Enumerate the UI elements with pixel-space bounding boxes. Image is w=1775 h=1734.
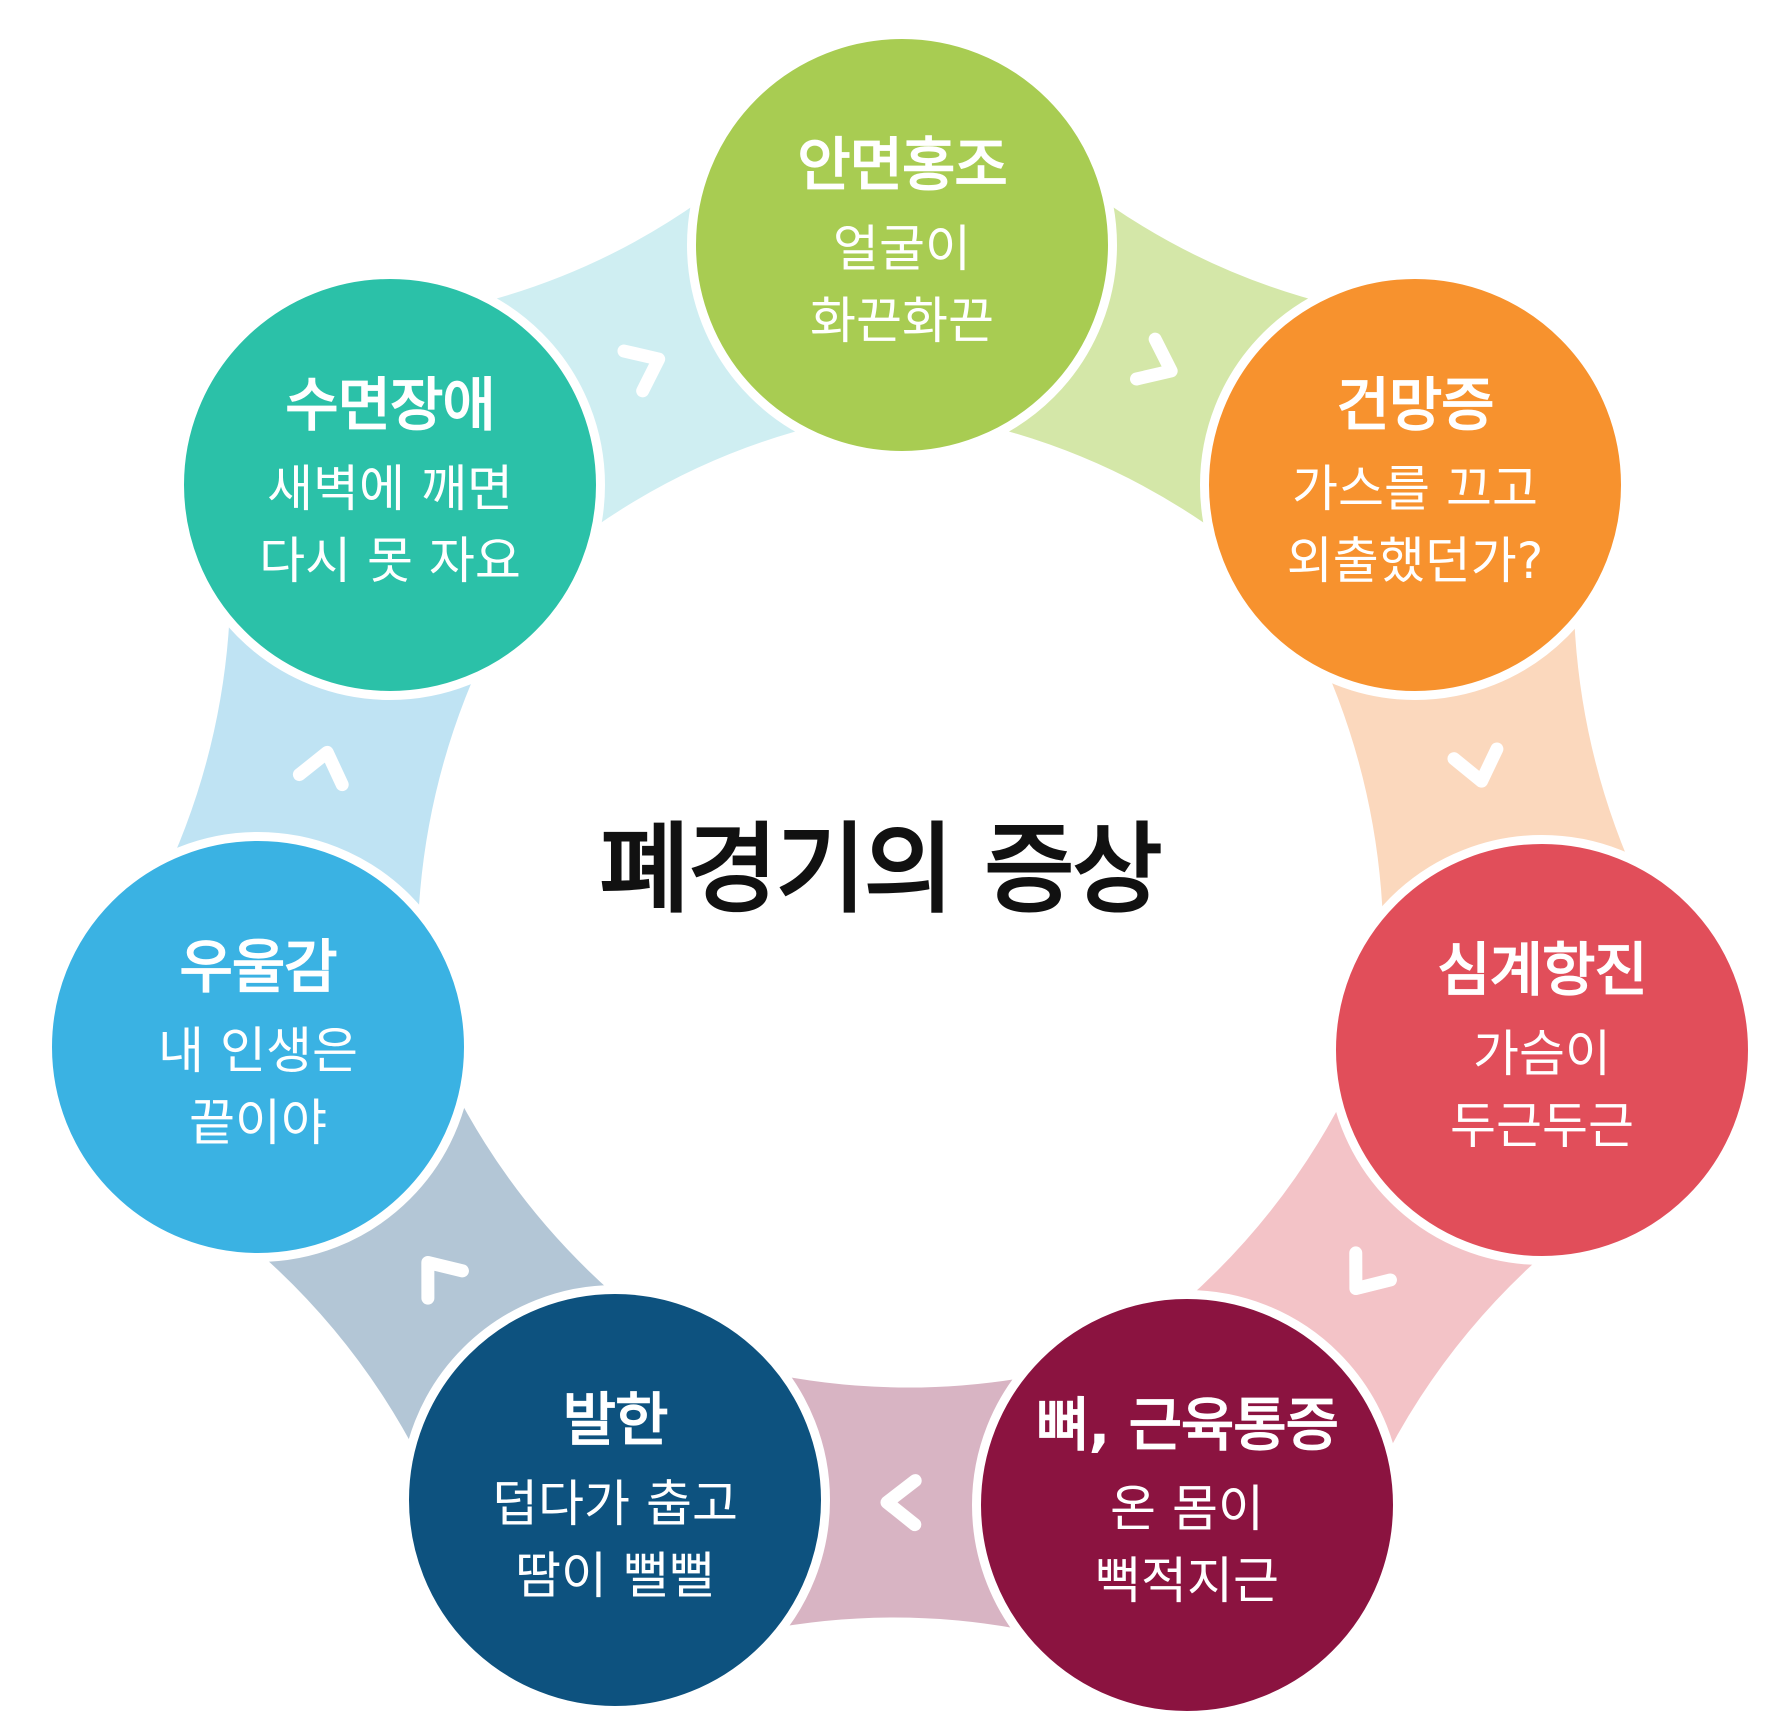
symptom-title: 발한 xyxy=(562,1386,669,1455)
symptom-desc-line-1: 온 몸이 xyxy=(1110,1479,1264,1538)
chevron-icon xyxy=(617,344,666,398)
symptom-desc-line-2: 두근두근 xyxy=(1450,1097,1634,1156)
symptom-desc-line-2: 다시 못 자요 xyxy=(259,532,521,591)
symptom-desc-line-1: 새벽에 깨면 xyxy=(267,459,513,518)
symptom-title: 수면장애 xyxy=(285,371,495,440)
symptom-circle-forgetfulness: 건망증 가스를 끄고 외출했던가? xyxy=(1200,270,1630,700)
symptom-circle-flushing: 안면홍조 얼굴이 화끈화끈 xyxy=(687,30,1117,460)
diagram-title: 폐경기의 증상 xyxy=(599,813,1162,927)
symptom-desc-line-2: 외출했던가? xyxy=(1286,532,1544,591)
chevron-icon xyxy=(1129,332,1178,386)
symptom-circle-sweating: 발한 덥다가 춥고 땀이 뻘뻘 xyxy=(400,1285,830,1715)
symptom-title: 안면홍조 xyxy=(797,131,1007,200)
symptom-desc-line-1: 내 인생은 xyxy=(158,1021,358,1080)
symptom-desc-line-1: 얼굴이 xyxy=(833,219,971,278)
symptom-desc-line-1: 덥다가 춥고 xyxy=(492,1474,738,1533)
symptom-title: 우울감 xyxy=(179,933,337,1002)
chevron-icon xyxy=(292,745,349,792)
chevron-icon xyxy=(1349,1246,1397,1296)
symptom-desc-line-1: 가슴이 xyxy=(1473,1024,1611,1083)
chevron-icon xyxy=(880,1474,922,1532)
symptom-title: 심계항진 xyxy=(1437,936,1647,1005)
symptom-desc-line-2: 끝이야 xyxy=(189,1094,327,1153)
symptom-title: 뼈, 근육통증 xyxy=(1035,1391,1339,1460)
symptom-circle-palpitations: 심계항진 가슴이 두근두근 xyxy=(1327,835,1757,1265)
symptom-title: 건망증 xyxy=(1336,371,1494,440)
symptom-desc-line-2: 화끈화끈 xyxy=(810,292,994,351)
chevron-icon xyxy=(421,1256,469,1305)
symptom-desc-line-2: 땀이 뻘뻘 xyxy=(515,1547,715,1606)
chevron-icon xyxy=(1447,742,1504,788)
symptom-circle-bone-muscle-pain: 뼈, 근육통증 온 몸이 뻑적지근 xyxy=(972,1290,1402,1720)
symptom-circle-depression: 우울감 내 인생은 끝이야 xyxy=(43,832,473,1262)
symptom-desc-line-1: 가스를 끄고 xyxy=(1292,459,1538,518)
symptom-desc-line-2: 뻑적지근 xyxy=(1095,1552,1279,1611)
symptom-circle-sleep-disorder: 수면장애 새벽에 깨면 다시 못 자요 xyxy=(175,270,605,700)
